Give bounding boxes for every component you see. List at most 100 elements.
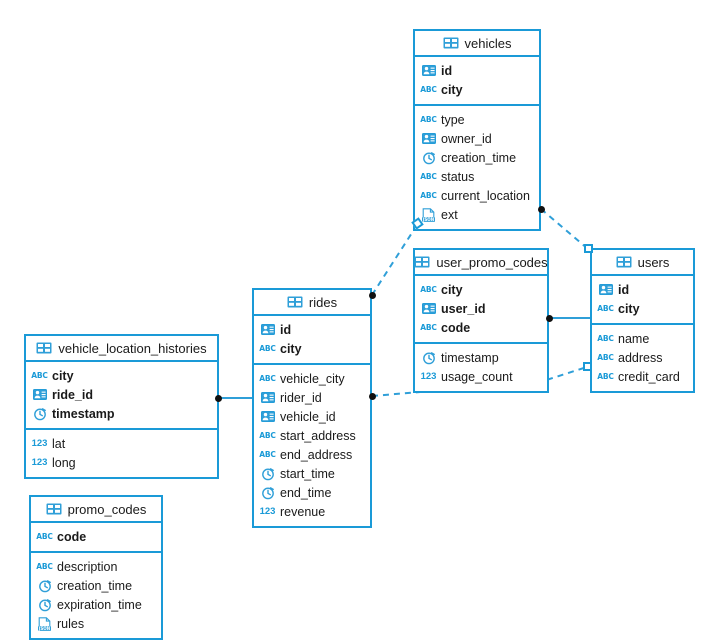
clock-icon xyxy=(37,579,52,592)
id-card-icon xyxy=(32,388,47,401)
json-file-icon: JSON xyxy=(37,616,52,630)
primary-key-field-row[interactable]: user_id xyxy=(415,299,547,318)
table-title: promo_codes xyxy=(67,501,147,517)
endpoint-square-users-top xyxy=(584,244,593,253)
id-card-icon xyxy=(260,410,275,423)
edge-rides-to-vehicles xyxy=(371,224,418,296)
primary-key-field-row[interactable]: ride_id xyxy=(26,385,217,404)
field-name: timestamp xyxy=(52,406,115,421)
field-name: status xyxy=(441,169,475,184)
table-grid-icon xyxy=(414,256,430,268)
table-header-vehicles[interactable]: vehicles xyxy=(415,31,539,57)
edge-vehicles-to-users xyxy=(540,208,589,250)
123-number-icon: 123 xyxy=(259,505,276,517)
field-name: credit_card xyxy=(618,369,680,384)
field-name: city xyxy=(618,301,640,316)
column-field-row[interactable]: start_time xyxy=(254,464,370,483)
field-name: long xyxy=(52,455,76,470)
field-name: id xyxy=(441,63,453,78)
field-name: user_id xyxy=(441,301,486,316)
svg-text:JSON: JSON xyxy=(38,625,51,630)
primary-key-field-row[interactable]: id xyxy=(415,61,539,80)
table-grid-icon xyxy=(36,342,52,354)
table-header-promo_codes[interactable]: promo_codes xyxy=(31,497,161,523)
field-name: ext xyxy=(441,207,458,222)
column-field-row[interactable]: ABC address xyxy=(592,348,693,367)
table-header-vehicle_location_histories[interactable]: vehicle_location_histories xyxy=(26,336,217,362)
table-title: vehicles xyxy=(464,35,512,51)
primary-key-field-row[interactable]: ABC code xyxy=(415,318,547,337)
clock-icon xyxy=(421,151,436,164)
column-field-row[interactable]: creation_time xyxy=(415,148,539,167)
column-field-row[interactable]: creation_time xyxy=(31,576,161,595)
column-field-row[interactable]: expiration_time xyxy=(31,595,161,614)
field-name: city xyxy=(280,341,302,356)
primary-key-field-row[interactable]: id xyxy=(592,280,693,299)
endpoint-dot-rides-vehicles xyxy=(369,292,376,299)
abc-string-icon: ABC xyxy=(420,322,437,332)
svg-text:JSON: JSON xyxy=(422,216,435,221)
abc-string-icon: ABC xyxy=(259,449,276,459)
field-name: vehicle_city xyxy=(280,371,345,386)
table-header-users[interactable]: users xyxy=(592,250,693,276)
table-title: user_promo_codes xyxy=(436,254,548,270)
table-grid-icon xyxy=(287,296,303,308)
column-field-row[interactable]: vehicle_id xyxy=(254,407,370,426)
column-field-row[interactable]: JSON ext xyxy=(415,205,539,224)
column-field-row[interactable]: timestamp xyxy=(415,348,547,367)
table-grid-icon xyxy=(46,503,62,515)
field-name: start_time xyxy=(280,466,335,481)
abc-string-icon: ABC xyxy=(597,352,614,362)
column-field-row[interactable]: owner_id xyxy=(415,129,539,148)
clock-icon xyxy=(260,486,275,499)
abc-string-icon: ABC xyxy=(36,531,53,541)
table-grid-icon xyxy=(443,37,459,49)
field-name: end_time xyxy=(280,485,332,500)
field-name: code xyxy=(441,320,471,335)
field-name: owner_id xyxy=(441,131,492,146)
field-name: usage_count xyxy=(441,369,513,384)
id-card-icon xyxy=(421,302,436,315)
field-name: creation_time xyxy=(441,150,517,165)
primary-key-field-row[interactable]: timestamp xyxy=(26,404,217,423)
field-name: name xyxy=(618,331,650,346)
table-header-user_promo_codes[interactable]: user_promo_codes xyxy=(414,250,548,276)
column-field-row[interactable]: end_time xyxy=(254,483,370,502)
field-name: id xyxy=(280,322,292,337)
field-name: address xyxy=(618,350,663,365)
primary-key-field-row[interactable]: id xyxy=(254,320,370,339)
table-grid-icon xyxy=(616,256,632,268)
column-field-row[interactable]: rider_id xyxy=(254,388,370,407)
table-header-rides[interactable]: rides xyxy=(254,290,370,316)
